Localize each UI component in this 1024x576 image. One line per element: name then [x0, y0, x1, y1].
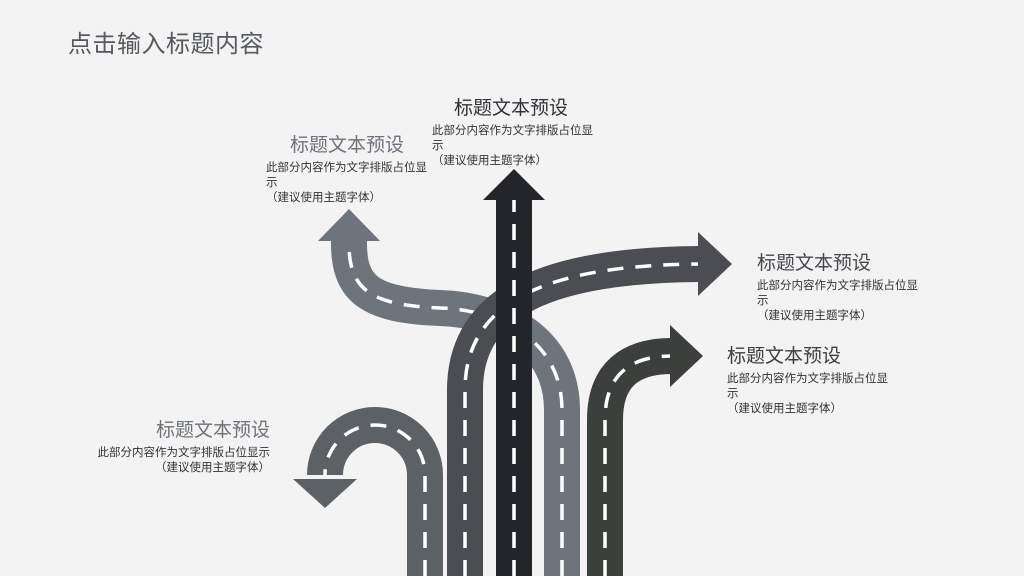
- label-top-center: 标题文本预设 此部分内容作为文字排版占位显示 （建议使用主题字体）: [432, 95, 594, 168]
- label-right-lower: 标题文本预设 此部分内容作为文字排版占位显示 （建议使用主题字体）: [727, 343, 897, 416]
- label-note: （建议使用主题字体）: [155, 460, 270, 474]
- label-heading: 标题文本预设: [155, 419, 270, 441]
- page-title: 点击输入标题内容: [68, 30, 264, 58]
- label-note: （建议使用主题字体）: [727, 401, 842, 415]
- road-arrow-center: [483, 169, 545, 576]
- label-description: 此部分内容作为文字排版占位显示: [97, 445, 271, 459]
- label-heading: 标题文本预设: [454, 97, 569, 119]
- label-lower-left: 标题文本预设 此部分内容作为文字排版占位显示 （建议使用主题字体）: [96, 417, 271, 475]
- arrowhead-up-left: [318, 209, 380, 241]
- label-heading: 标题文本预设: [757, 252, 872, 274]
- arrowhead-right-upper: [698, 232, 732, 296]
- label-description: 此部分内容作为文字排版占位显示: [266, 160, 427, 189]
- arrowhead-down-left: [293, 479, 357, 508]
- label-right-upper: 标题文本预设 此部分内容作为文字排版占位显示 （建议使用主题字体）: [757, 250, 927, 323]
- road-arrow-lower-left: [293, 407, 443, 576]
- label-description: 此部分内容作为文字排版占位显示: [757, 278, 918, 307]
- label-heading: 标题文本预设: [290, 134, 405, 156]
- arrowhead-up-center: [483, 169, 545, 200]
- label-note: （建议使用主题字体）: [266, 190, 381, 204]
- road-arrow-upper-left: [318, 209, 580, 576]
- label-note: （建议使用主题字体）: [432, 153, 547, 167]
- arrowhead-right-lower: [670, 325, 703, 387]
- label-description: 此部分内容作为文字排版占位显示: [727, 371, 888, 400]
- label-note: （建议使用主题字体）: [757, 308, 872, 322]
- label-heading: 标题文本预设: [727, 345, 842, 367]
- label-description: 此部分内容作为文字排版占位显示: [432, 123, 593, 152]
- road-arrow-right-lower: [587, 325, 703, 576]
- label-upper-left: 标题文本预设 此部分内容作为文字排版占位显示 （建议使用主题字体）: [266, 132, 430, 205]
